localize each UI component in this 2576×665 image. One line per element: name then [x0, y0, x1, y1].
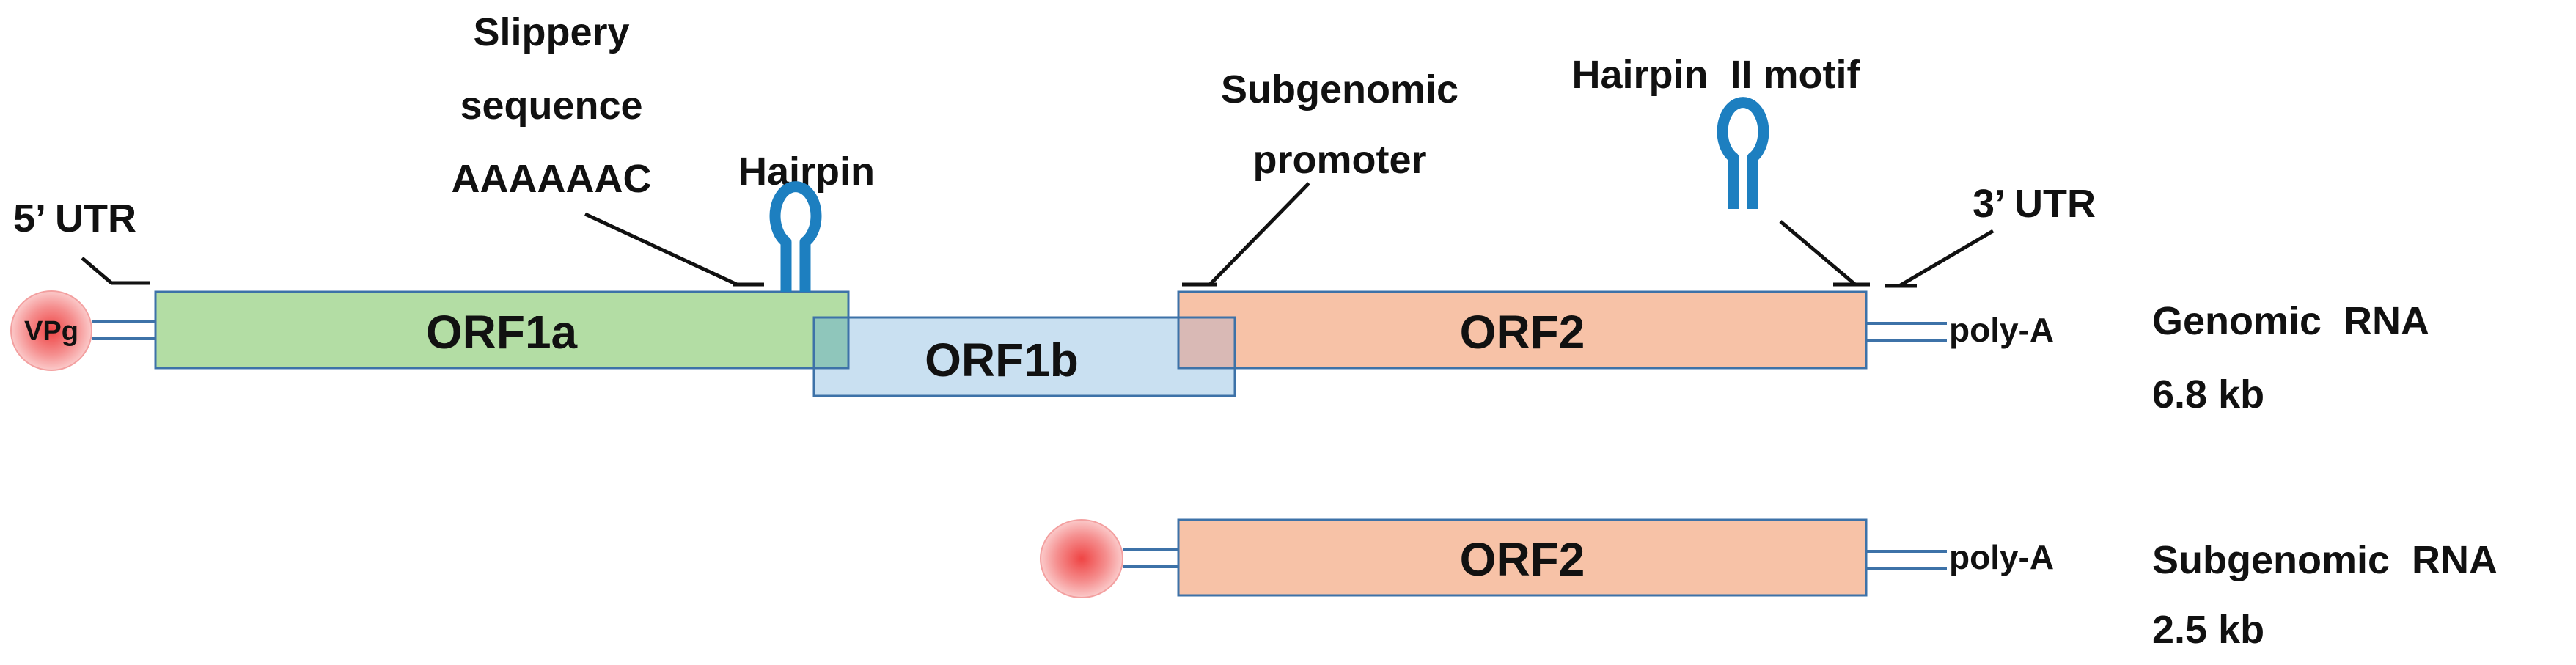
hairpin-icon	[769, 181, 822, 292]
polya-label-subgenomic: poly-A	[1949, 538, 2054, 576]
vpg-cap-genomic	[10, 290, 92, 371]
utr3-label: 3’ UTR	[1973, 182, 2096, 226]
polya-label-genomic: poly-A	[1949, 311, 2054, 349]
orf1b-orf2-overlap	[1177, 316, 1236, 370]
vpg-label: VPg	[24, 316, 78, 347]
orf1b-box	[812, 316, 1236, 397]
genomic-rna-title: Genomic RNA	[2152, 299, 2429, 343]
subgenomic-promoter-pointer	[1208, 182, 1310, 286]
utr5-label: 5’ UTR	[13, 196, 136, 240]
hairpin2-icon	[1717, 97, 1769, 209]
slippery-label-line2: sequence	[460, 84, 642, 128]
hairpin2-label: Hairpin II motif	[1571, 53, 1860, 97]
subgenomic-promoter-line1: Subgenomic	[1221, 67, 1458, 111]
orf2-label-subgenomic: ORF2	[1460, 533, 1585, 586]
subgenomic-promoter-line2: promoter	[1252, 138, 1426, 182]
utr5-pointer	[81, 257, 113, 284]
orf1b-label: ORF1b	[925, 334, 1079, 386]
subgenomic-rna-title: Subgenomic RNA	[2152, 538, 2498, 582]
subgenomic-rna-size: 2.5 kb	[2152, 608, 2264, 652]
orf2-box-genomic	[1177, 290, 1868, 370]
orf2-box-subgenomic	[1177, 518, 1868, 597]
hairpin2-pointer	[1779, 220, 1857, 286]
orf1a-orf1b-overlap	[812, 316, 850, 370]
utr3-pointer	[1898, 229, 1995, 288]
vpg-cap-subgenomic	[1040, 519, 1123, 598]
slippery-label-line1: Slippery	[473, 10, 629, 54]
slippery-label-line3: AAAAAAC	[452, 157, 652, 201]
orf1a-box	[154, 290, 850, 370]
orf1a-label: ORF1a	[426, 306, 578, 359]
orf2-label-genomic: ORF2	[1460, 306, 1585, 359]
slippery-pointer	[584, 212, 738, 287]
genomic-rna-size: 6.8 kb	[2152, 372, 2264, 416]
